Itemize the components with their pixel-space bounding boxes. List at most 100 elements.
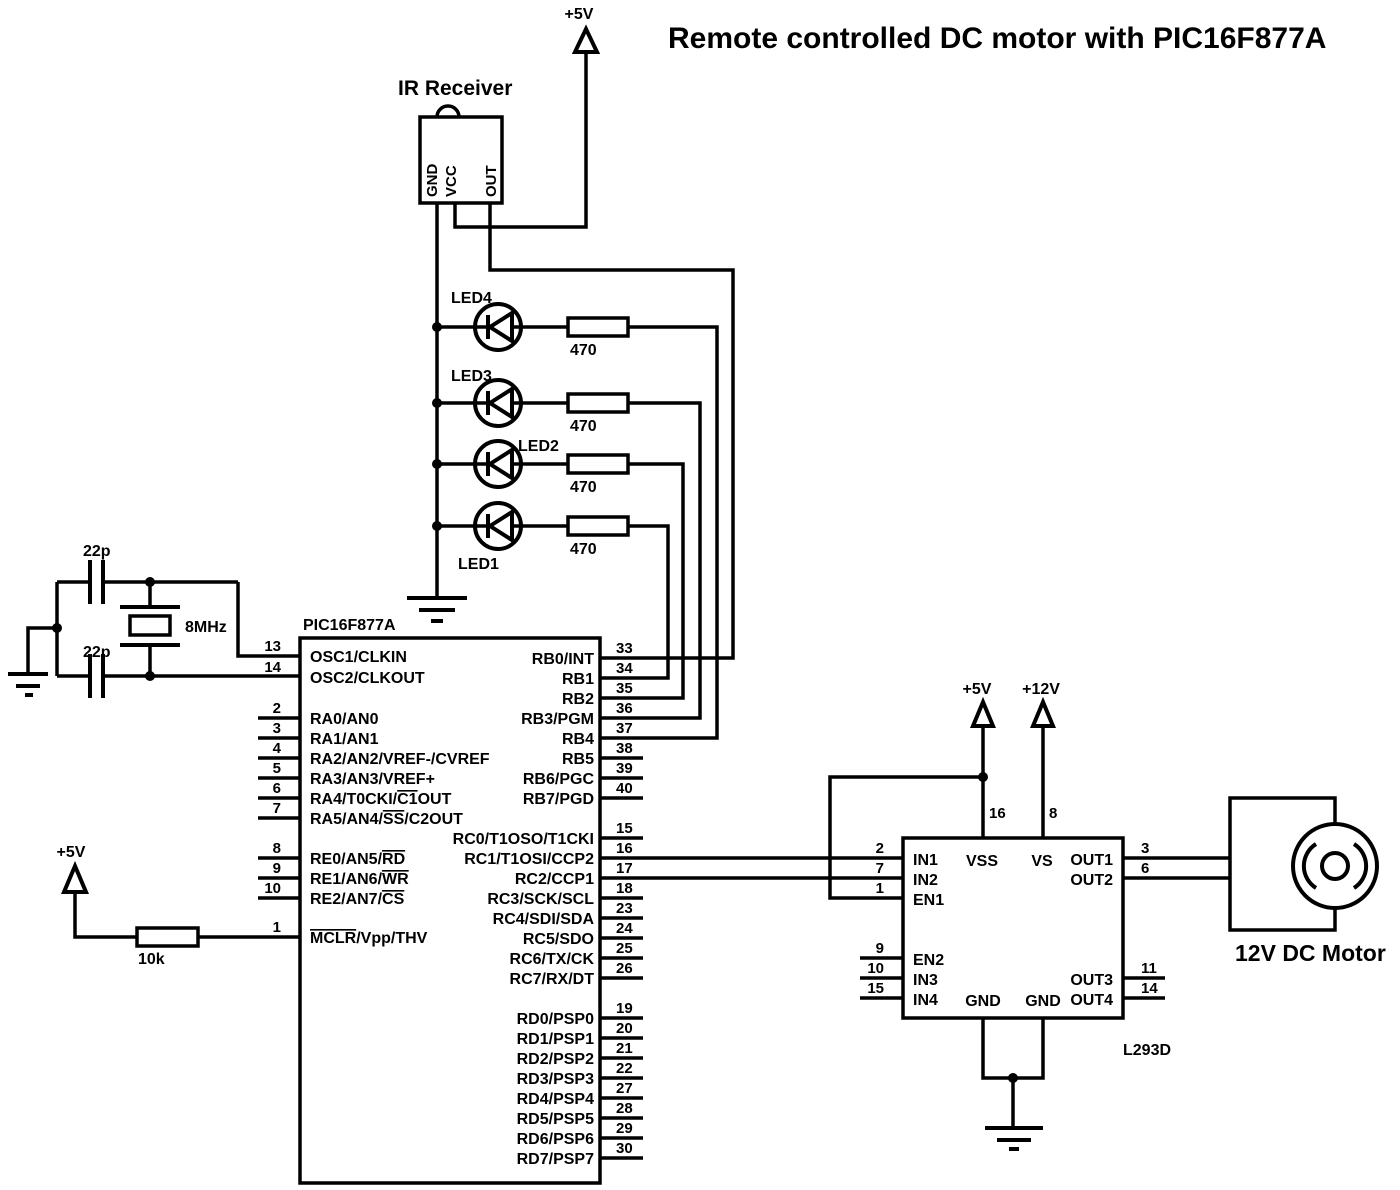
pic-pin-label: RB5 <box>562 751 594 768</box>
l293d-pin-label: IN2 <box>913 872 938 889</box>
pic-pin-label: RC4/SDI/SDA <box>493 911 595 928</box>
l293d-pin-label: IN4 <box>913 992 938 1009</box>
l293d-pin-label: OUT2 <box>1070 872 1113 889</box>
l293d-pin-number: 9 <box>876 940 884 957</box>
pic-pin-label: RC3/SCK/SCL <box>487 891 594 908</box>
wire-led-to-pic <box>600 401 702 720</box>
pic-pin-label: RA4/T0CKI/C1OUT <box>310 791 452 808</box>
mclr-circuit: +5V 10k <box>57 844 300 968</box>
pic-pin-number: 29 <box>616 1120 633 1137</box>
l293d-label: L293D <box>1123 1042 1171 1059</box>
l293d-body <box>901 836 1125 1020</box>
l293d-pin-number: 1 <box>876 880 884 897</box>
led-resistor-label: 470 <box>570 541 597 558</box>
pic-pin-label: RD3/PSP3 <box>517 1071 594 1088</box>
pic-pin-label: RD6/PSP6 <box>517 1131 594 1148</box>
pic-pin-number: 35 <box>616 680 633 697</box>
l293d-pin-label: GND <box>1025 993 1061 1010</box>
motor-brush-left <box>1301 842 1318 890</box>
wire-osc1-clkin <box>103 580 300 658</box>
motor-label: 12V DC Motor <box>1235 940 1386 966</box>
cap-top-label: 22p <box>83 543 111 560</box>
pic-pin-label: RA1/AN1 <box>310 731 379 748</box>
pic-pin-label: RC2/CCP1 <box>515 871 594 888</box>
pic-pin-number: 37 <box>616 720 633 737</box>
led-resistor-label: 470 <box>570 342 597 359</box>
junction-dot <box>145 671 155 681</box>
pic-pin-number: 13 <box>264 638 281 655</box>
pic-pin-number: 22 <box>616 1060 633 1077</box>
l293d-pin-number: 15 <box>867 980 884 997</box>
junction-dot <box>52 623 62 633</box>
junction-dot <box>432 322 442 332</box>
l293d-pin-number: 16 <box>989 805 1006 822</box>
junction-dot <box>1008 1073 1018 1083</box>
ground-led-bus <box>407 596 467 623</box>
power-label-l293d-12v: +12V <box>1022 681 1060 698</box>
pic-pin-number: 25 <box>616 940 633 957</box>
pic-pin-label: RD2/PSP2 <box>517 1051 594 1068</box>
pic-pin-number: 21 <box>616 1040 633 1057</box>
pic-pin-number: 1 <box>273 919 281 936</box>
pic-pin-number: 4 <box>273 740 282 757</box>
power-label-mclr-5v: +5V <box>57 844 86 861</box>
pic-pin-label: RA0/AN0 <box>310 711 379 728</box>
l293d-pin-label: OUT4 <box>1070 992 1113 1009</box>
pic-pin-number: 38 <box>616 740 633 757</box>
pic-pin-number: 10 <box>264 880 281 897</box>
pic-pin-number: 27 <box>616 1080 633 1097</box>
l293d-pin-label: IN1 <box>913 852 938 869</box>
pic-pin-label: RE1/AN6/WR <box>310 871 409 888</box>
pic-pin-number: 7 <box>273 800 281 817</box>
pic-pin-label: RB1 <box>562 671 594 688</box>
pic-pin-number: 2 <box>273 700 281 717</box>
pic-pin-number: 24 <box>616 920 633 937</box>
wire-en1-5v <box>828 775 983 900</box>
oscillator-circuit: 22p 22p 8MHz <box>8 543 300 698</box>
pic-pin-number: 5 <box>273 760 281 777</box>
cap-bottom-label: 22p <box>83 644 111 661</box>
wire-led-to-pic <box>600 524 670 680</box>
led-label: LED2 <box>518 438 559 455</box>
pic-pin-number: 8 <box>273 840 281 857</box>
crystal-body <box>128 614 172 637</box>
led-resistor-body <box>566 316 630 338</box>
pic-pin-label: RB4 <box>562 731 594 748</box>
l293d-pin-number: 3 <box>1141 840 1149 857</box>
ground-oscillator <box>8 672 48 697</box>
pic-pin-label: OSC2/CLKOUT <box>310 670 425 687</box>
pic-pin-label: RC1/T1OSI/CCP2 <box>464 851 594 868</box>
power-label-top-5v: +5V <box>565 6 594 23</box>
led-circle <box>473 302 523 352</box>
pic-pin-label: RD1/PSP1 <box>517 1031 594 1048</box>
junction-dot <box>432 459 442 469</box>
pic-pin-label: RD0/PSP0 <box>517 1011 594 1028</box>
pic-pin-number: 33 <box>616 640 633 657</box>
led-label: LED3 <box>451 368 492 385</box>
l293d-pin-label: OUT3 <box>1070 972 1113 989</box>
pic-pin-number: 26 <box>616 960 633 977</box>
pic-pin-number: 9 <box>273 860 281 877</box>
ground-l293d <box>985 1126 1043 1151</box>
pic-pin-label: RB7/PGD <box>523 791 594 808</box>
motor-shaft <box>1320 851 1350 881</box>
led-resistor-label: 470 <box>570 479 597 496</box>
pic-pin-label: RA2/AN2/VREF-/CVREF <box>310 751 490 768</box>
led-circle <box>473 501 523 551</box>
led-triangle <box>486 508 514 544</box>
pic-pin-number: 39 <box>616 760 633 777</box>
pic-pin-number: 17 <box>616 860 633 877</box>
l293d-pin-number: 6 <box>1141 860 1149 877</box>
schematic-title: Remote controlled DC motor with PIC16F87… <box>668 22 1326 55</box>
power-arrow-l293d-5v <box>970 696 996 728</box>
led-triangle <box>486 446 514 482</box>
pic-pin-label: RC6/TX/CK <box>510 951 595 968</box>
pic-pin-number: 20 <box>616 1020 633 1037</box>
pic-pin-number: 16 <box>616 840 633 857</box>
crystal-value-label: 8MHz <box>185 619 227 636</box>
ir-receiver-dome <box>435 104 461 118</box>
power-arrow-top <box>571 24 601 54</box>
led-label: LED4 <box>451 290 492 307</box>
pic-label: PIC16F877A <box>303 617 396 634</box>
